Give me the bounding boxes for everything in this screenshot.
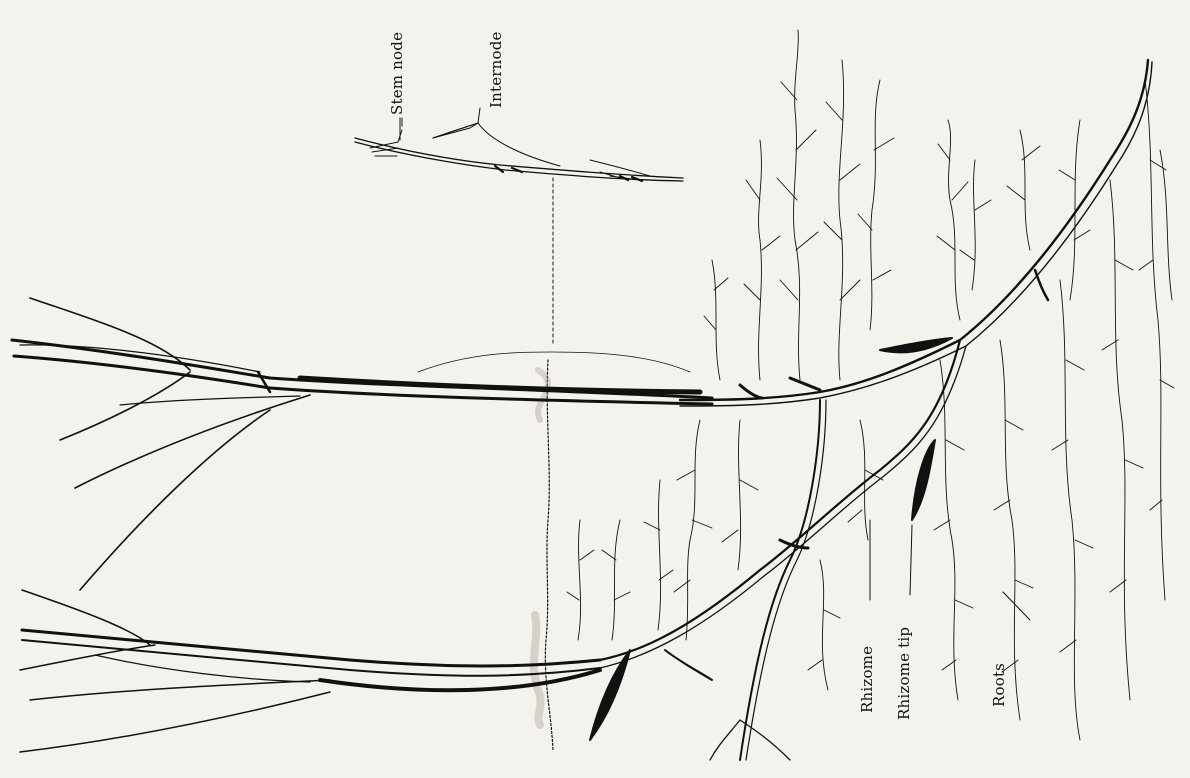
label-roots: Roots xyxy=(990,663,1008,707)
label-rhizome: Rhizome xyxy=(858,646,876,713)
label-rhizome-tip: Rhizome tip xyxy=(895,627,913,720)
roots-leader xyxy=(1003,592,1030,620)
label-internode: Internode xyxy=(487,31,505,108)
label-leaders xyxy=(400,108,1030,620)
label-stem-node: Stem node xyxy=(388,32,406,115)
upper-stem xyxy=(12,60,1152,590)
lower-stem xyxy=(20,340,966,760)
rhizome-tip-leader xyxy=(910,525,912,595)
stem-detail-sketch xyxy=(355,118,683,181)
internode-leader xyxy=(433,108,480,138)
